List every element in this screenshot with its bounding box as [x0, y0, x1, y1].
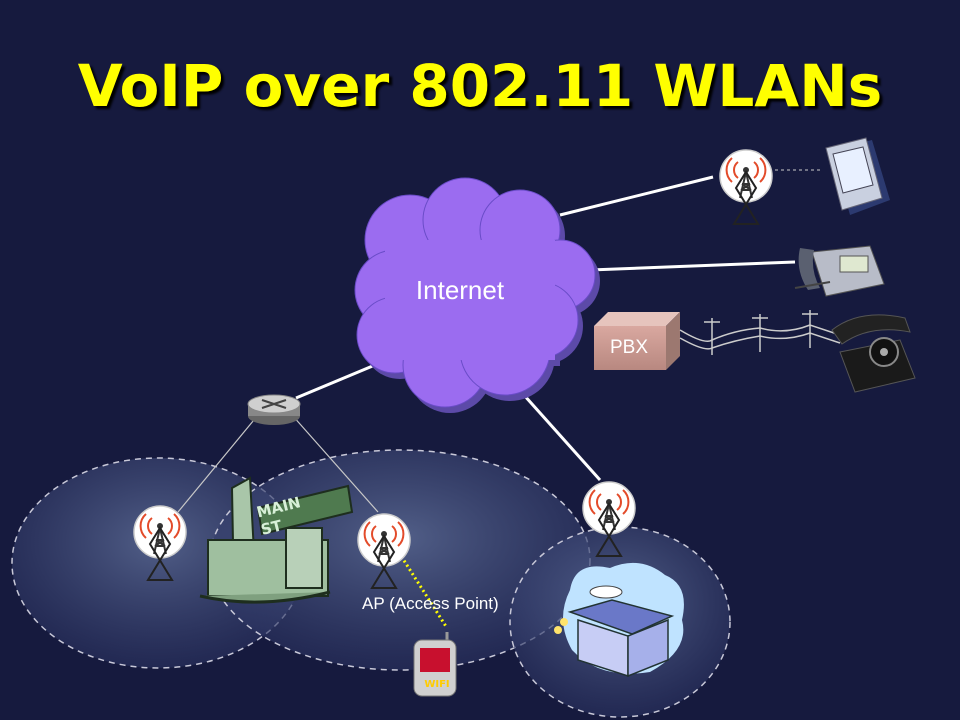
wifi-link: [394, 547, 449, 629]
access-point-icon: [719, 149, 773, 225]
coffee-shop-icon: [554, 562, 684, 678]
pbx-box-icon: [594, 312, 680, 370]
link-router-ap-left: [177, 414, 259, 513]
link-internet-pda-ap: [559, 175, 714, 217]
access-point-icon: [133, 505, 187, 581]
link-router-ap-center: [291, 414, 379, 513]
access-point-icon: [357, 513, 411, 589]
internet-label: Internet: [415, 275, 505, 305]
link-internet-cafe-ap: [513, 383, 602, 482]
link-router-internet: [295, 363, 376, 400]
telephone-pole-icon: [679, 310, 841, 355]
wifi-phone-icon: [413, 632, 457, 697]
link-internet-ip-phone: [589, 260, 796, 272]
pda-icon: [825, 137, 890, 215]
pbx-label: PBX: [609, 337, 649, 358]
rotary-phone-icon: [831, 314, 916, 393]
internet-cloud: [354, 177, 600, 413]
building-icon: [199, 476, 354, 604]
router-icon: [247, 394, 301, 425]
ip-phone-icon: [794, 245, 885, 297]
access-point-label: AP (Access Point): [362, 594, 499, 613]
wifi-badge-label: WIFI: [424, 679, 450, 690]
slide-title: VoIP over 802.11 WLANs: [77, 52, 883, 120]
access-point-icon: [582, 481, 636, 557]
